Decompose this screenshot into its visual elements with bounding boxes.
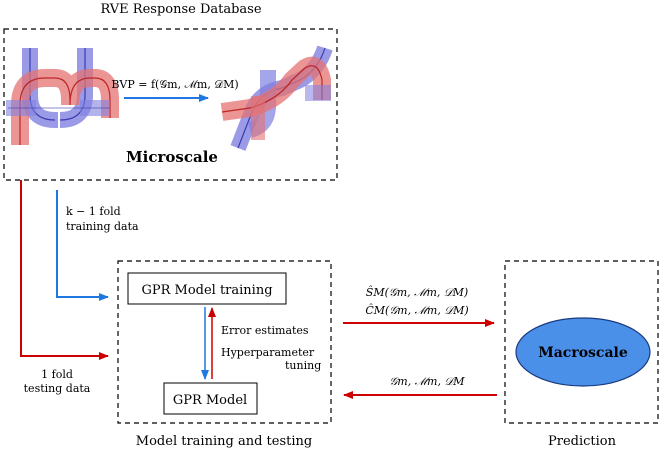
testing-data-arrow — [20, 180, 109, 360]
error-estimates-label: Error estimates — [221, 324, 309, 337]
input-params-label: 𝒢m, ℳm, 𝒟M — [389, 375, 465, 388]
gpr-model-node — [163, 382, 258, 415]
tuning-label: tuning — [285, 359, 321, 372]
rve-deformed-image — [220, 45, 333, 151]
prediction-box — [504, 260, 659, 424]
hyperparameter-label: Hyperparameter — [221, 346, 315, 359]
microscale-label: Microscale — [126, 148, 218, 166]
training-label-line1: k − 1 fold — [66, 205, 121, 218]
training-data-arrow — [56, 190, 109, 301]
model-training-box — [117, 260, 332, 424]
testing-label-line2: testing data — [24, 382, 91, 395]
output-stiffness-label: ĈM(𝒢m, ℳm, 𝒟M) — [365, 303, 468, 317]
bvp-label: BVP = f(𝒢m, ℳm, 𝒟M) — [111, 78, 238, 91]
rve-undeformed-image — [6, 48, 119, 145]
database-title: RVE Response Database — [100, 2, 261, 17]
macroscale-label: Macroscale — [538, 345, 628, 361]
rve-database-box — [3, 28, 338, 181]
model-box-caption: Model training and testing — [136, 434, 312, 449]
prediction-caption: Prediction — [548, 434, 617, 449]
gpr-training-node — [127, 272, 287, 305]
gpr-model-label: GPR Model — [173, 393, 247, 408]
macroscale-ellipse — [515, 317, 651, 387]
output-stress-label: ŜM(𝒢m, ℳm, 𝒟M) — [366, 285, 468, 299]
testing-label-line1: 1 fold — [41, 368, 73, 381]
training-label-line2: training data — [66, 220, 139, 233]
gpr-training-label: GPR Model training — [141, 283, 272, 298]
